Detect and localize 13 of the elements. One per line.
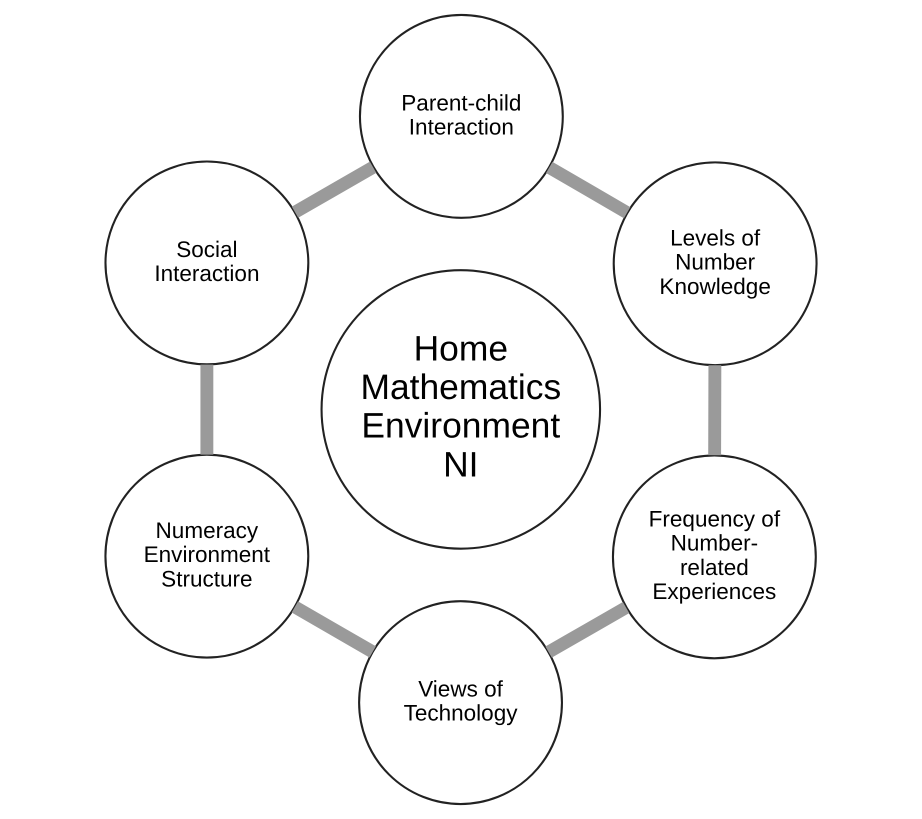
node-circle: Views of Technology xyxy=(358,600,563,806)
node-circle: Home Mathematics Environment NI xyxy=(320,269,602,550)
connector xyxy=(545,602,630,658)
node-circle: Levels of Number Knowledge xyxy=(612,161,818,366)
connector xyxy=(200,364,214,455)
connector xyxy=(546,162,630,218)
connector xyxy=(292,162,376,218)
node-circle: Parent-child Interaction xyxy=(358,14,564,219)
node-circle: Frequency of Number-related Experiences xyxy=(612,454,817,660)
node-circle: Numeracy Environment Structure xyxy=(104,454,310,659)
node-circle: Social Interaction xyxy=(104,160,310,366)
connector xyxy=(708,365,722,456)
connector xyxy=(292,601,376,658)
